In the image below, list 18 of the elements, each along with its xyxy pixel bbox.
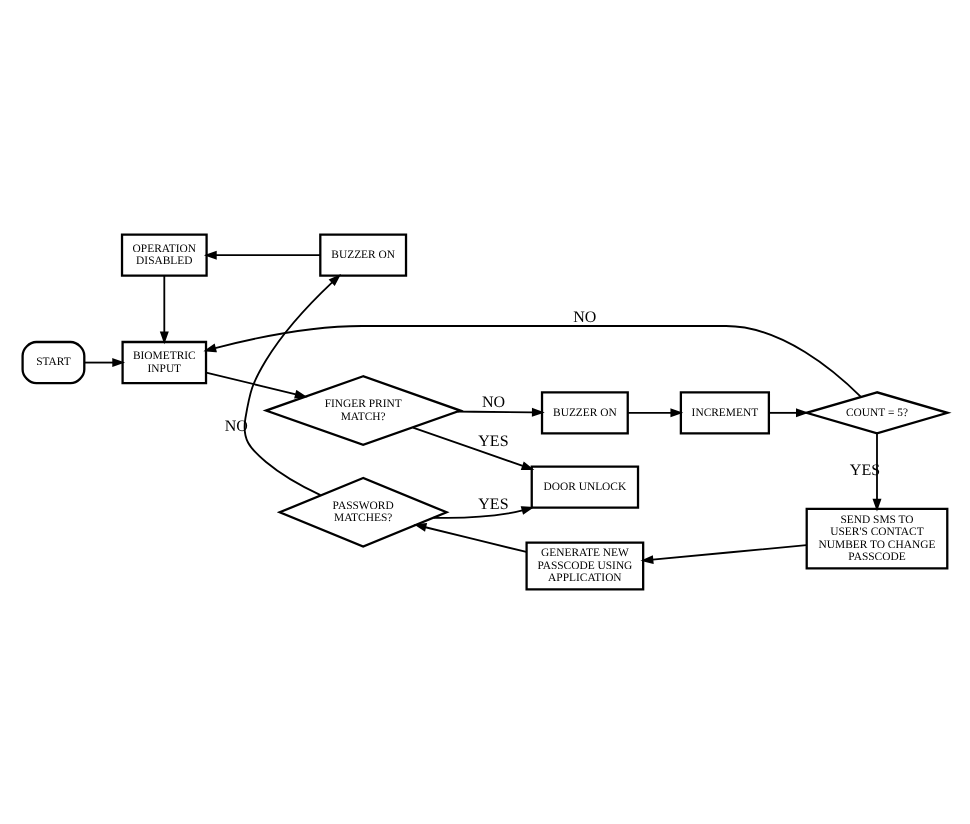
arrow [159, 274, 169, 345]
arrow [872, 432, 882, 512]
arrow [205, 371, 308, 399]
edge-label: YES [478, 495, 509, 514]
edge-label: NO [481, 393, 506, 412]
arrow [203, 250, 322, 260]
arrow [413, 523, 528, 553]
arrow [83, 358, 126, 368]
arrow [243, 274, 342, 497]
arrow [456, 407, 545, 417]
arrow [412, 426, 535, 470]
arrow [627, 408, 684, 418]
arrow [768, 408, 809, 418]
edge-label: YES [478, 432, 509, 451]
arrow [640, 544, 808, 565]
arrow [432, 506, 535, 519]
arrow [203, 325, 862, 398]
edge-label: NO [573, 307, 597, 326]
